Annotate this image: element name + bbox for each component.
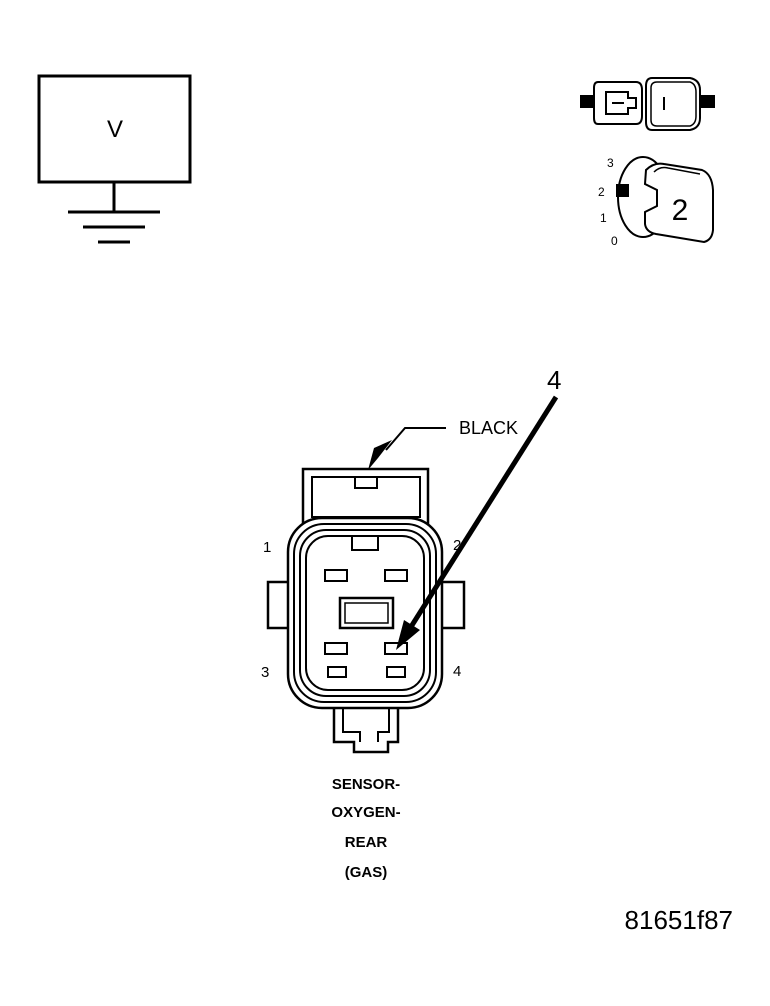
component-name-line: (GAS) [345,864,388,881]
ground-icon [68,182,160,244]
pin-callout-label: 4 [547,365,561,395]
voltmeter-label: V [107,116,123,143]
terminal-cavity [384,569,408,582]
color-callout-arrowhead [368,440,392,470]
selector-scale-0: 0 [611,234,618,248]
component-name-line: SENSOR- [332,776,400,793]
selector-setting: 2 [672,194,689,227]
component-name-line: OXYGEN- [331,804,400,821]
color-label: BLACK [459,418,518,438]
component-name-line: REAR [345,834,388,851]
connector-face: 1 2 3 4 [261,467,466,754]
pin-callout: 4 [396,365,561,650]
pin-label-3: 3 [261,664,269,681]
selector-scale-2: 2 [598,185,605,199]
selector-scale-1: 1 [600,211,607,225]
figure-id: 81651f87 [625,905,733,935]
terminal-cavity [324,569,348,582]
color-callout: BLACK [368,418,518,470]
voltmeter-symbol: V [37,74,192,244]
pin-callout-arrowhead [396,620,420,650]
pin-label-2: 2 [453,537,461,554]
selector-switch-icon: 2 3 2 1 0 [598,156,714,248]
pin-label-4: 4 [453,663,461,680]
connector-disconnect-icon [580,77,715,131]
selector-scale-3: 3 [607,156,614,170]
terminal-cavity-4 [384,642,408,655]
pin-label-1: 1 [263,539,271,556]
terminal-cavity [324,642,348,655]
component-name: SENSOR- OXYGEN- REAR (GAS) [331,776,400,881]
